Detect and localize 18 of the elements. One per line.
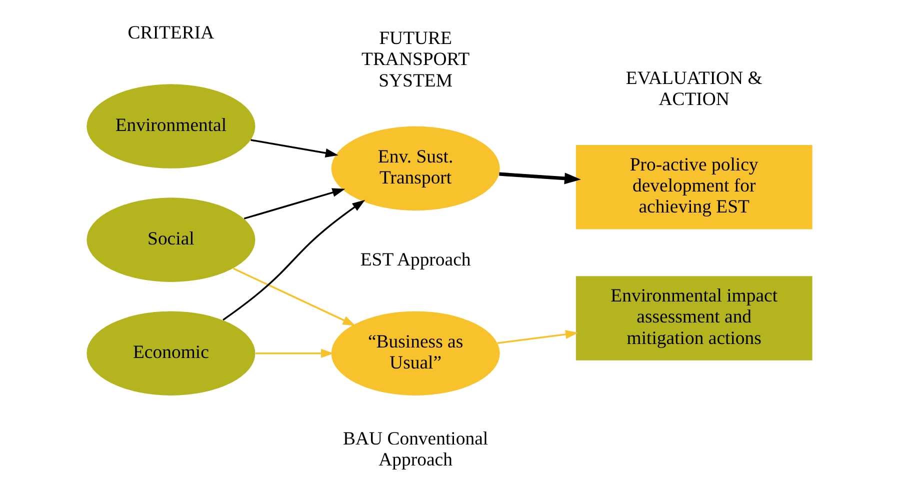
label: EVALUATION & ACTION xyxy=(626,68,762,110)
node-box: Environmental impact assessment and mitigation actions xyxy=(576,276,812,360)
label: FUTURE TRANSPORT SYSTEM xyxy=(362,28,470,92)
node-ellipse: Environmental xyxy=(86,84,256,168)
arrow xyxy=(222,200,366,321)
node-ellipse: Economic xyxy=(86,311,256,396)
label: CRITERIA xyxy=(128,22,214,44)
arrow xyxy=(232,268,356,326)
node-ellipse: “Business as Usual” xyxy=(331,311,500,396)
arrow xyxy=(250,139,338,158)
node-box: Pro-active policy development for achieving EST xyxy=(576,145,812,230)
node-ellipse: Social xyxy=(86,198,256,282)
node-label: EST Approach xyxy=(360,249,471,270)
arrow xyxy=(256,348,334,358)
arrow xyxy=(244,188,346,220)
arrow xyxy=(497,330,578,344)
arrow xyxy=(499,172,581,184)
node-label: BAU Conventional Approach xyxy=(343,428,488,470)
